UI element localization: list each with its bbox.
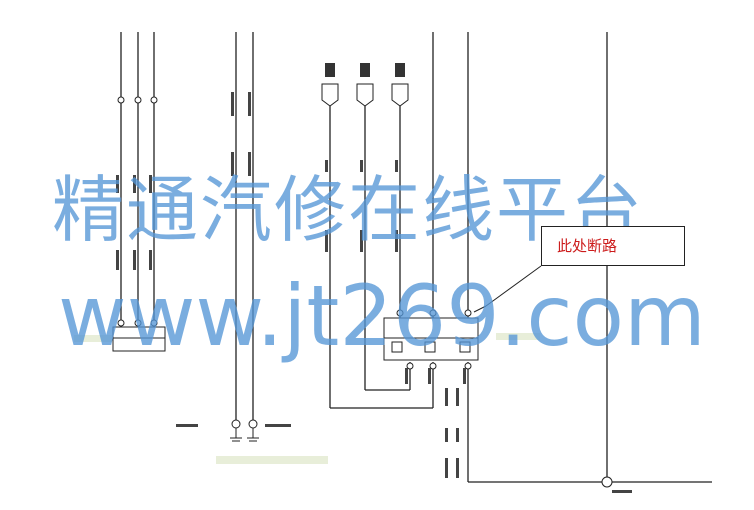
open-circuit-label: 此处断路 (557, 237, 618, 255)
splice-point (601, 476, 613, 488)
connector-left (112, 96, 166, 352)
ground-symbols (230, 419, 259, 442)
callout-box (541, 226, 685, 266)
relay-module (383, 309, 479, 370)
callout-pointer (485, 265, 542, 307)
fuse-caps (321, 83, 409, 107)
wire-code-marks (116, 92, 632, 493)
watermark-url: www.jt269.com (58, 267, 706, 365)
